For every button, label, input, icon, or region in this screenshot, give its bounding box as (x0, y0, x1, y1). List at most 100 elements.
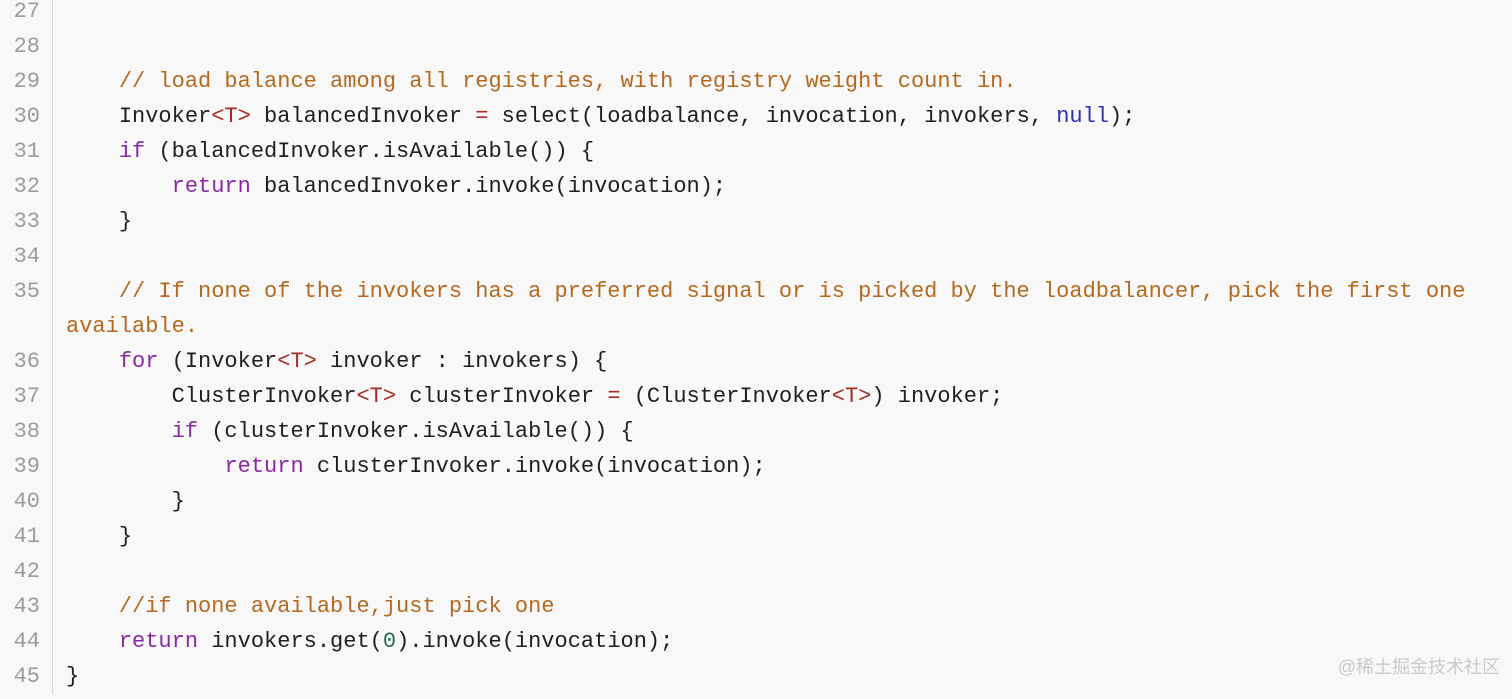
code-token-plain: (balancedInvoker.isAvailable()) { (145, 139, 595, 164)
code-token-generic: <T> (356, 384, 397, 409)
line-number: 34 (0, 239, 53, 274)
line-number: 44 (0, 624, 53, 659)
code-token-plain: } (66, 209, 133, 234)
code-row: 28 (0, 29, 1512, 64)
juejin-watermark: @稀土掘金技术社区 (1337, 657, 1500, 677)
line-number: 42 (0, 554, 53, 589)
code-line-text: if (clusterInvoker.isAvailable()) { (53, 414, 1512, 449)
code-token-plain: clusterInvoker.invoke(invocation); (303, 454, 766, 479)
code-token-plain (66, 419, 172, 444)
line-number: 32 (0, 169, 53, 204)
line-number: 31 (0, 134, 53, 169)
code-line-text: if (balancedInvoker.isAvailable()) { (53, 134, 1512, 169)
code-token-plain (66, 279, 119, 304)
line-number: 43 (0, 589, 53, 624)
code-row: 45} (0, 659, 1512, 694)
code-line-text: return invokers.get(0).invoke(invocation… (53, 624, 1512, 659)
code-token-number: 0 (382, 629, 397, 654)
code-token-plain: (Invoker (158, 349, 278, 374)
code-token-constant: null (1056, 104, 1109, 129)
code-token-plain: } (66, 664, 80, 689)
code-token-plain: clusterInvoker (396, 384, 608, 409)
code-line-text: } (53, 519, 1512, 554)
code-token-plain (66, 349, 119, 374)
code-token-plain (66, 139, 119, 164)
code-row: 33 } (0, 204, 1512, 239)
code-line-text: } (53, 204, 1512, 239)
code-token-plain: (clusterInvoker.isAvailable()) { (198, 419, 634, 444)
code-line-text: //if none available,just pick one (53, 589, 1512, 624)
code-token-plain (66, 174, 172, 199)
code-token-plain: invokers.get( (198, 629, 383, 654)
code-row: 42 (0, 554, 1512, 589)
line-number: 40 (0, 484, 53, 519)
code-row: 27 (0, 0, 1512, 29)
code-token-plain (66, 629, 119, 654)
code-token-comment: // load balance among all registries, wi… (118, 69, 1017, 94)
code-line-text: Invoker<T> balancedInvoker = select(load… (53, 99, 1512, 134)
code-line-text: } (53, 484, 1512, 519)
code-token-plain: ClusterInvoker (66, 384, 357, 409)
code-token-generic: <T> (831, 384, 872, 409)
line-number: 36 (0, 344, 53, 379)
line-number: 38 (0, 414, 53, 449)
code-line-text (53, 554, 1512, 589)
code-token-plain: Invoker (66, 104, 212, 129)
code-row: 32 return balancedInvoker.invoke(invocat… (0, 169, 1512, 204)
code-line-text: return clusterInvoker.invoke(invocation)… (53, 449, 1512, 484)
code-row: 37 ClusterInvoker<T> clusterInvoker = (C… (0, 379, 1512, 414)
code-line-text: for (Invoker<T> invoker : invokers) { (53, 344, 1512, 379)
code-token-keyword: return (118, 629, 199, 654)
code-token-plain: balancedInvoker.invoke(invocation); (250, 174, 727, 199)
code-token-comment: //if none available,just pick one (118, 594, 555, 619)
code-line-text (53, 239, 1512, 274)
line-number: 28 (0, 29, 53, 64)
code-token-plain: (ClusterInvoker (620, 384, 832, 409)
code-row: 44 return invokers.get(0).invoke(invocat… (0, 624, 1512, 659)
code-token-generic: <T> (277, 349, 317, 374)
code-row: 30 Invoker<T> balancedInvoker = select(l… (0, 99, 1512, 134)
line-number: 39 (0, 449, 53, 484)
code-token-plain (66, 454, 224, 479)
code-row: 34 (0, 239, 1512, 274)
code-token-keyword: if (118, 139, 146, 164)
code-line-text: ClusterInvoker<T> clusterInvoker = (Clus… (53, 379, 1512, 414)
code-row: 43 //if none available,just pick one (0, 589, 1512, 624)
line-number: 37 (0, 379, 53, 414)
line-number: 27 (0, 0, 53, 29)
code-token-keyword: if (171, 419, 199, 444)
code-token-plain: select(loadbalance, invocation, invokers… (488, 104, 1057, 129)
code-line-text: // load balance among all registries, wi… (53, 64, 1512, 99)
code-row: 39 return clusterInvoker.invoke(invocati… (0, 449, 1512, 484)
code-row: 36 for (Invoker<T> invoker : invokers) { (0, 344, 1512, 379)
code-token-generic: = (475, 104, 489, 129)
code-token-plain: balancedInvoker (250, 104, 476, 129)
code-token-plain: } (66, 489, 185, 514)
code-token-keyword: return (224, 454, 304, 479)
code-token-plain: ) invoker; (871, 384, 1004, 409)
code-line-text: } (53, 659, 1512, 694)
code-line-text (53, 29, 1512, 64)
line-number: 29 (0, 64, 53, 99)
code-token-plain: ); (1109, 104, 1136, 129)
code-token-generic: <T> (211, 104, 251, 129)
code-row: 31 if (balancedInvoker.isAvailable()) { (0, 134, 1512, 169)
code-row: 35 // If none of the invokers has a pref… (0, 274, 1512, 344)
line-number: 41 (0, 519, 53, 554)
code-line-text: return balancedInvoker.invoke(invocation… (53, 169, 1512, 204)
code-token-plain (66, 594, 119, 619)
code-row: 29 // load balance among all registries,… (0, 64, 1512, 99)
code-row: 40 } (0, 484, 1512, 519)
line-number: 30 (0, 99, 53, 134)
code-token-plain: invoker : invokers) { (316, 349, 608, 374)
code-token-keyword: for (118, 349, 159, 374)
code-token-plain: } (66, 524, 133, 549)
code-row: 41 } (0, 519, 1512, 554)
code-token-keyword: return (171, 174, 251, 199)
line-number: 33 (0, 204, 53, 239)
code-row: 38 if (clusterInvoker.isAvailable()) { (0, 414, 1512, 449)
code-token-plain (66, 69, 119, 94)
code-token-plain: ).invoke(invocation); (396, 629, 674, 654)
